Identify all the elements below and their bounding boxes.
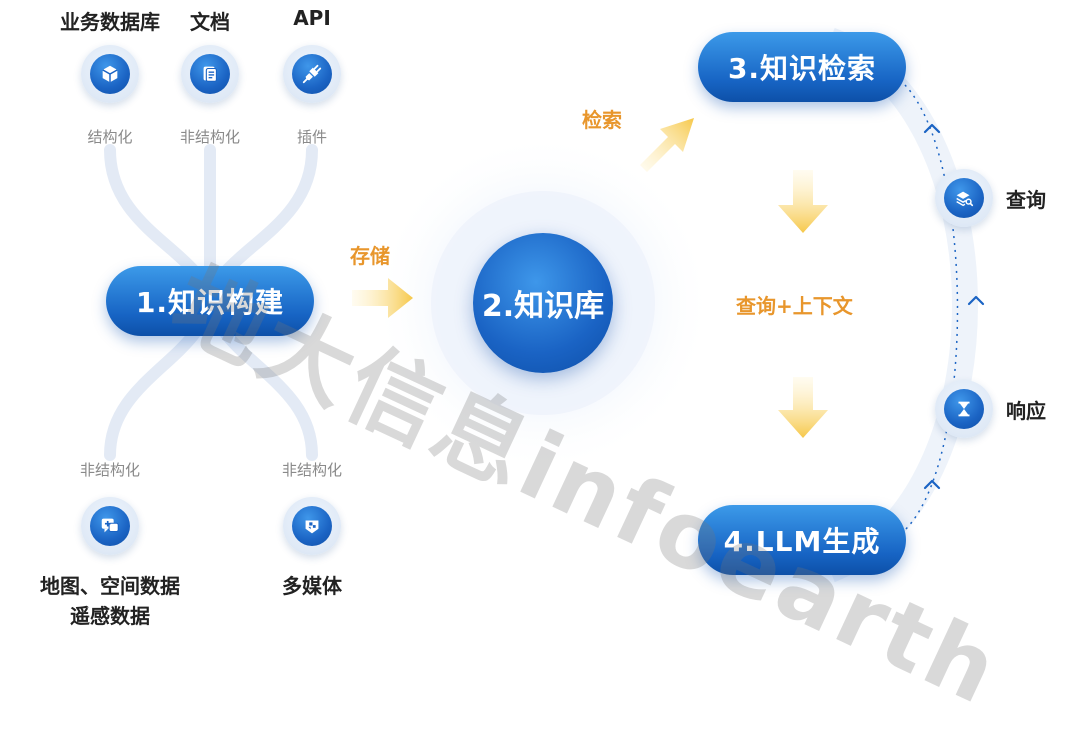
plug-icon <box>283 45 341 103</box>
node-knowledge-library: 2.知识库 <box>473 233 613 373</box>
source-subtitle: 非结构化 <box>179 128 240 146</box>
label-store: 存储 <box>350 244 390 268</box>
node-llm-generation: 4.LLM生成 <box>698 505 906 575</box>
cycle-label-response: 响应 <box>1006 399 1046 423</box>
source-title: API <box>293 6 331 30</box>
layers-search-icon <box>935 169 993 227</box>
down-arrow-top <box>778 170 828 233</box>
node-knowledge-build: 1.知识构建 <box>106 266 314 336</box>
source-subtitle: 插件 <box>296 128 327 146</box>
source-title: 多媒体 <box>282 574 342 598</box>
media-icon <box>283 497 341 555</box>
document-icon <box>181 45 239 103</box>
source-title-line2: 遥感数据 <box>70 604 150 628</box>
source-title: 业务数据库 <box>60 10 160 34</box>
source-subtitle: 非结构化 <box>79 461 140 479</box>
node-knowledge-retrieval: 3.知识检索 <box>698 32 906 102</box>
hourglass-icon <box>935 380 993 438</box>
cycle-label-query: 查询 <box>1006 188 1046 212</box>
source-subtitle: 结构化 <box>87 128 133 146</box>
cube-icon <box>81 45 139 103</box>
store-arrow <box>352 278 413 318</box>
label-query-context: 查询+上下文 <box>736 294 853 318</box>
source-subtitle: 非结构化 <box>281 461 342 479</box>
down-arrow-bottom <box>778 377 828 438</box>
retrieve-arrow <box>640 118 694 172</box>
source-title: 文档 <box>190 10 230 34</box>
cycle-chevrons <box>923 123 985 490</box>
label-retrieve: 检索 <box>582 108 622 132</box>
source-title: 地图、空间数据 <box>40 574 180 598</box>
chat-icon <box>81 497 139 555</box>
